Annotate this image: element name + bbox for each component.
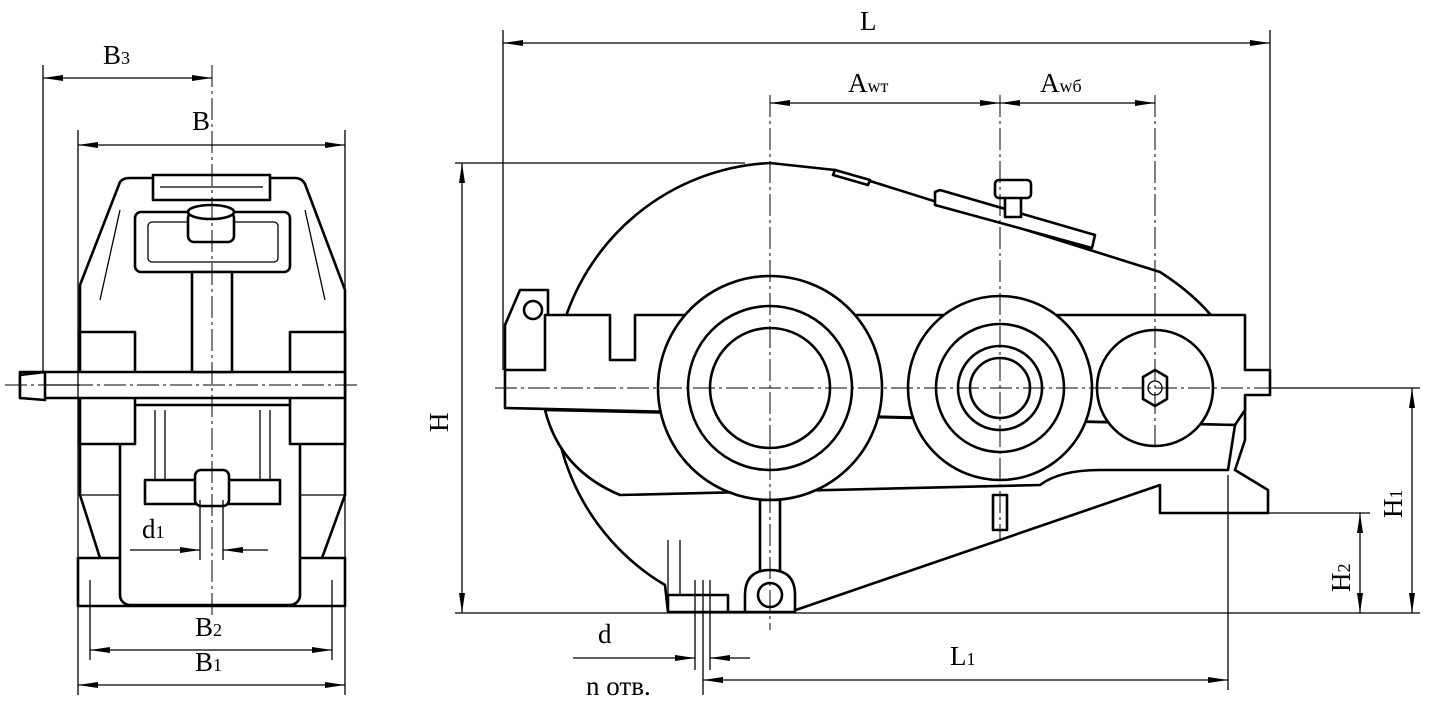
mounting-foot (666, 593, 730, 614)
label-d: d (598, 619, 612, 649)
label-H: H (424, 413, 454, 433)
side-view: B3 B d1 B2 B1 (5, 40, 360, 695)
label-holes-count: n отв. (586, 671, 651, 701)
label-B3: B3 (103, 40, 130, 70)
inspection-cover (933, 188, 1097, 250)
label-Awb: Awб (1040, 68, 1082, 98)
label-H2: H2 (1326, 564, 1356, 593)
label-d1: d1 (142, 514, 165, 544)
label-L: L (860, 6, 877, 36)
label-Awt: Awт (848, 68, 888, 98)
label-B2: B2 (195, 612, 222, 642)
label-H1: H1 (1378, 490, 1408, 519)
label-L1: L1 (950, 641, 976, 671)
side-bolt-icon (18, 370, 47, 402)
breather-cap (993, 178, 1033, 200)
label-B: B (192, 106, 210, 136)
label-B1: B1 (195, 647, 222, 677)
front-view: L Awт Awб H H1 H2 L1 d n отв. (424, 6, 1420, 701)
